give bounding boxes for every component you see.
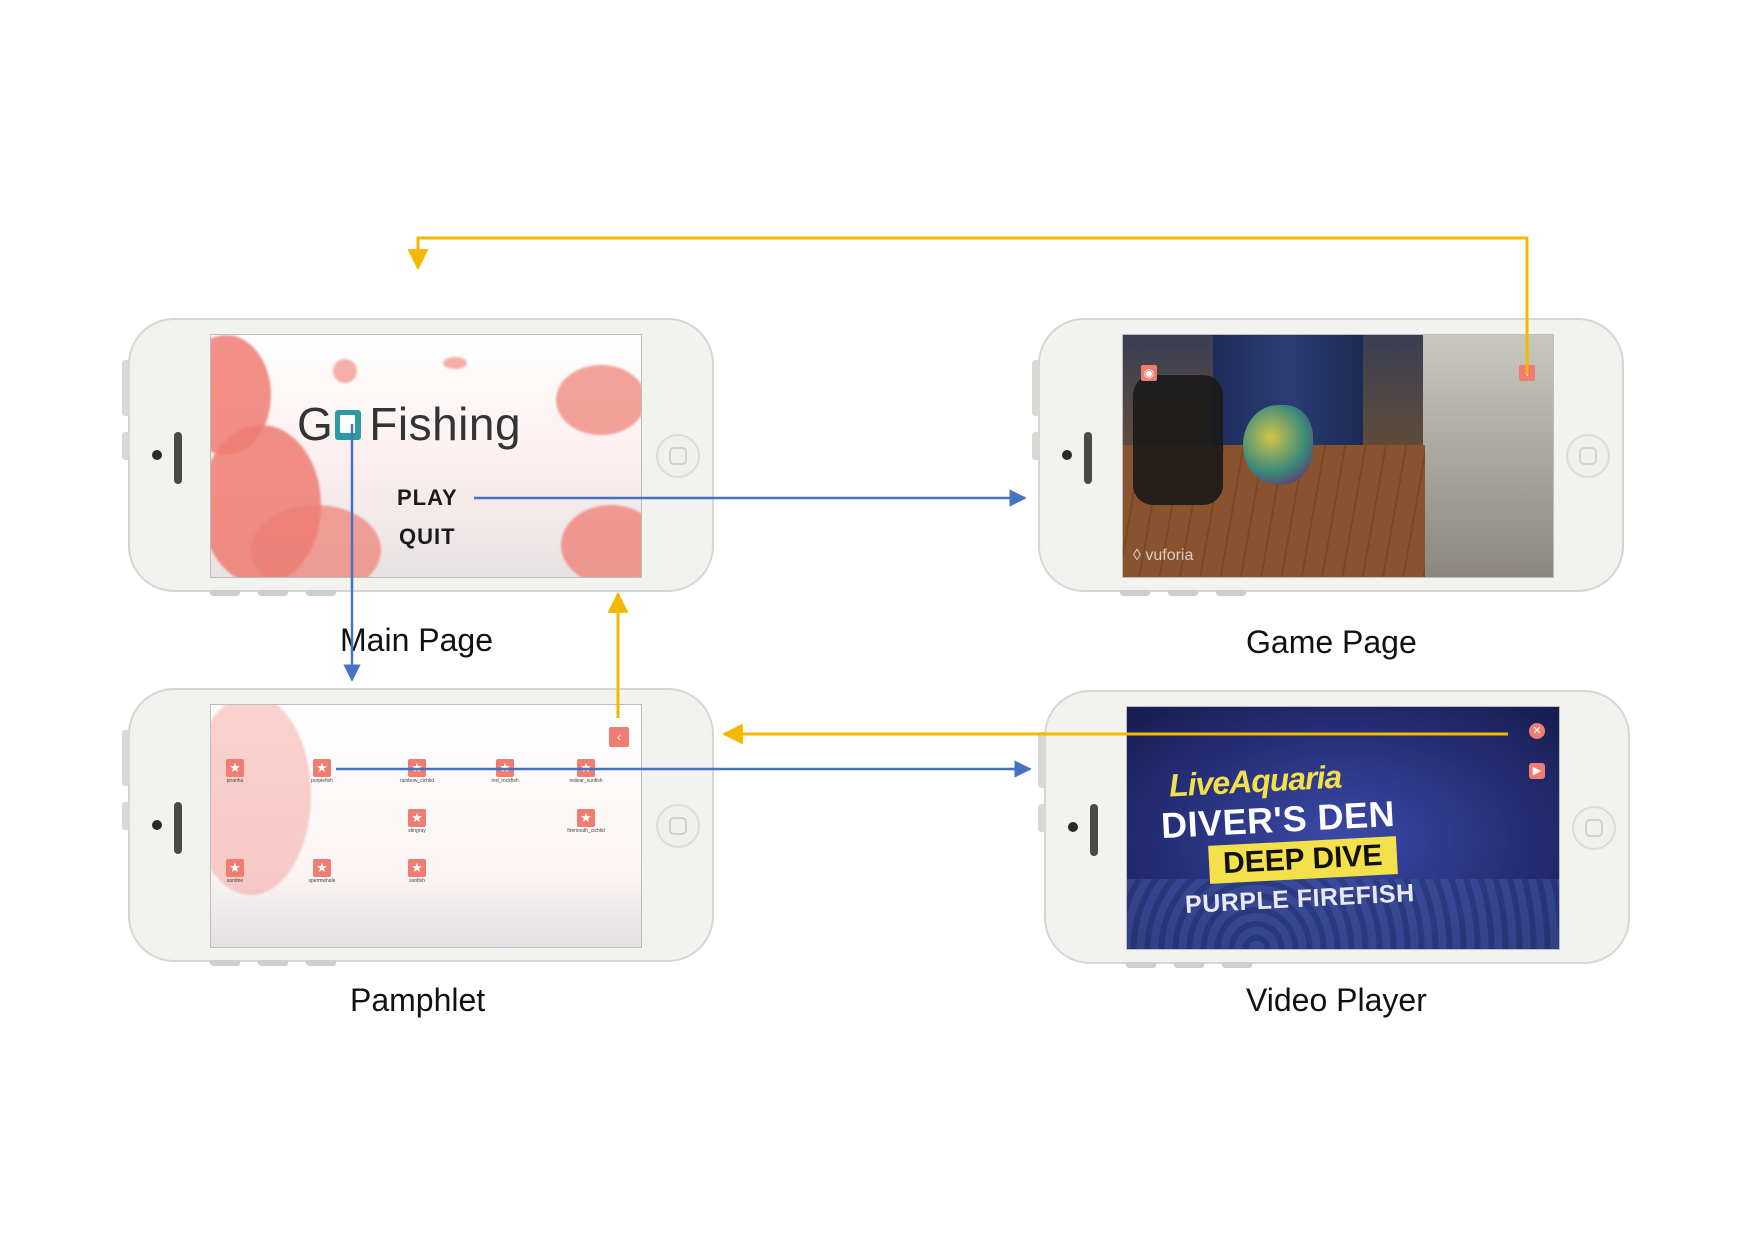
- label-main-page: Main Page: [340, 622, 493, 658]
- fish-firemouth-cichlid[interactable]: ★firemouth_cichlid: [567, 809, 605, 834]
- quit-button[interactable]: QUIT: [399, 524, 456, 549]
- star-icon: ★: [226, 859, 244, 877]
- label-game-page: Game Page: [1246, 624, 1417, 660]
- star-icon: ★: [577, 809, 595, 827]
- home-button[interactable]: [1572, 806, 1616, 850]
- play-icon[interactable]: ▶: [1529, 763, 1545, 779]
- star-icon: ★: [313, 859, 331, 877]
- back-chevron-icon[interactable]: ‹: [609, 727, 629, 747]
- camera-dot: [1068, 822, 1078, 832]
- speaker-slot: [1084, 432, 1092, 484]
- home-button[interactable]: [656, 804, 700, 848]
- star-icon: ★: [408, 859, 426, 877]
- book-icon[interactable]: [335, 409, 362, 440]
- chair-image: [1133, 375, 1223, 505]
- play-button[interactable]: PLAY: [397, 485, 458, 510]
- fish-spermwhale[interactable]: ★spermwhale: [308, 859, 336, 884]
- label-video-player: Video Player: [1246, 982, 1427, 1018]
- ar-fish-model[interactable]: [1243, 405, 1313, 485]
- game-screen: ◉ ‹ ◊ vuforia: [1122, 334, 1554, 578]
- arrow-game-back-to-main: [407, 236, 1529, 374]
- speaker-slot: [1090, 804, 1098, 856]
- phone-pamphlet: ‹ ★piranha ★purplefish ★rainbow_cichlid …: [122, 688, 714, 966]
- fish-sunfish[interactable]: ★sunfish: [408, 859, 426, 884]
- video-screen: ✕ ▶ LiveAquaria DIVER'S DEN DEEP DIVE PU…: [1126, 706, 1560, 950]
- camera-dot: [152, 820, 162, 830]
- close-icon[interactable]: ✕: [1529, 723, 1545, 739]
- camera-dot: [152, 450, 162, 460]
- speaker-slot: [174, 802, 182, 854]
- fish-piranha[interactable]: ★piranha: [226, 759, 244, 784]
- label-pamphlet: Pamphlet: [350, 982, 486, 1018]
- camera-dot: [1062, 450, 1072, 460]
- vuforia-watermark: ◊ vuforia: [1133, 547, 1194, 564]
- star-icon: ★: [408, 809, 426, 827]
- fish-purplefish[interactable]: ★purplefish: [311, 759, 333, 784]
- phone-video: ✕ ▶ LiveAquaria DIVER'S DEN DEEP DIVE PU…: [1038, 690, 1630, 968]
- fish-sardine[interactable]: ★sardine: [226, 859, 244, 884]
- star-icon: ★: [313, 759, 331, 777]
- home-button[interactable]: [656, 434, 700, 478]
- speaker-slot: [174, 432, 182, 484]
- home-button[interactable]: [1566, 434, 1610, 478]
- fish-icon[interactable]: ◉: [1141, 365, 1157, 381]
- fish-stingray[interactable]: ★stingray: [408, 809, 426, 834]
- star-icon: ★: [226, 759, 244, 777]
